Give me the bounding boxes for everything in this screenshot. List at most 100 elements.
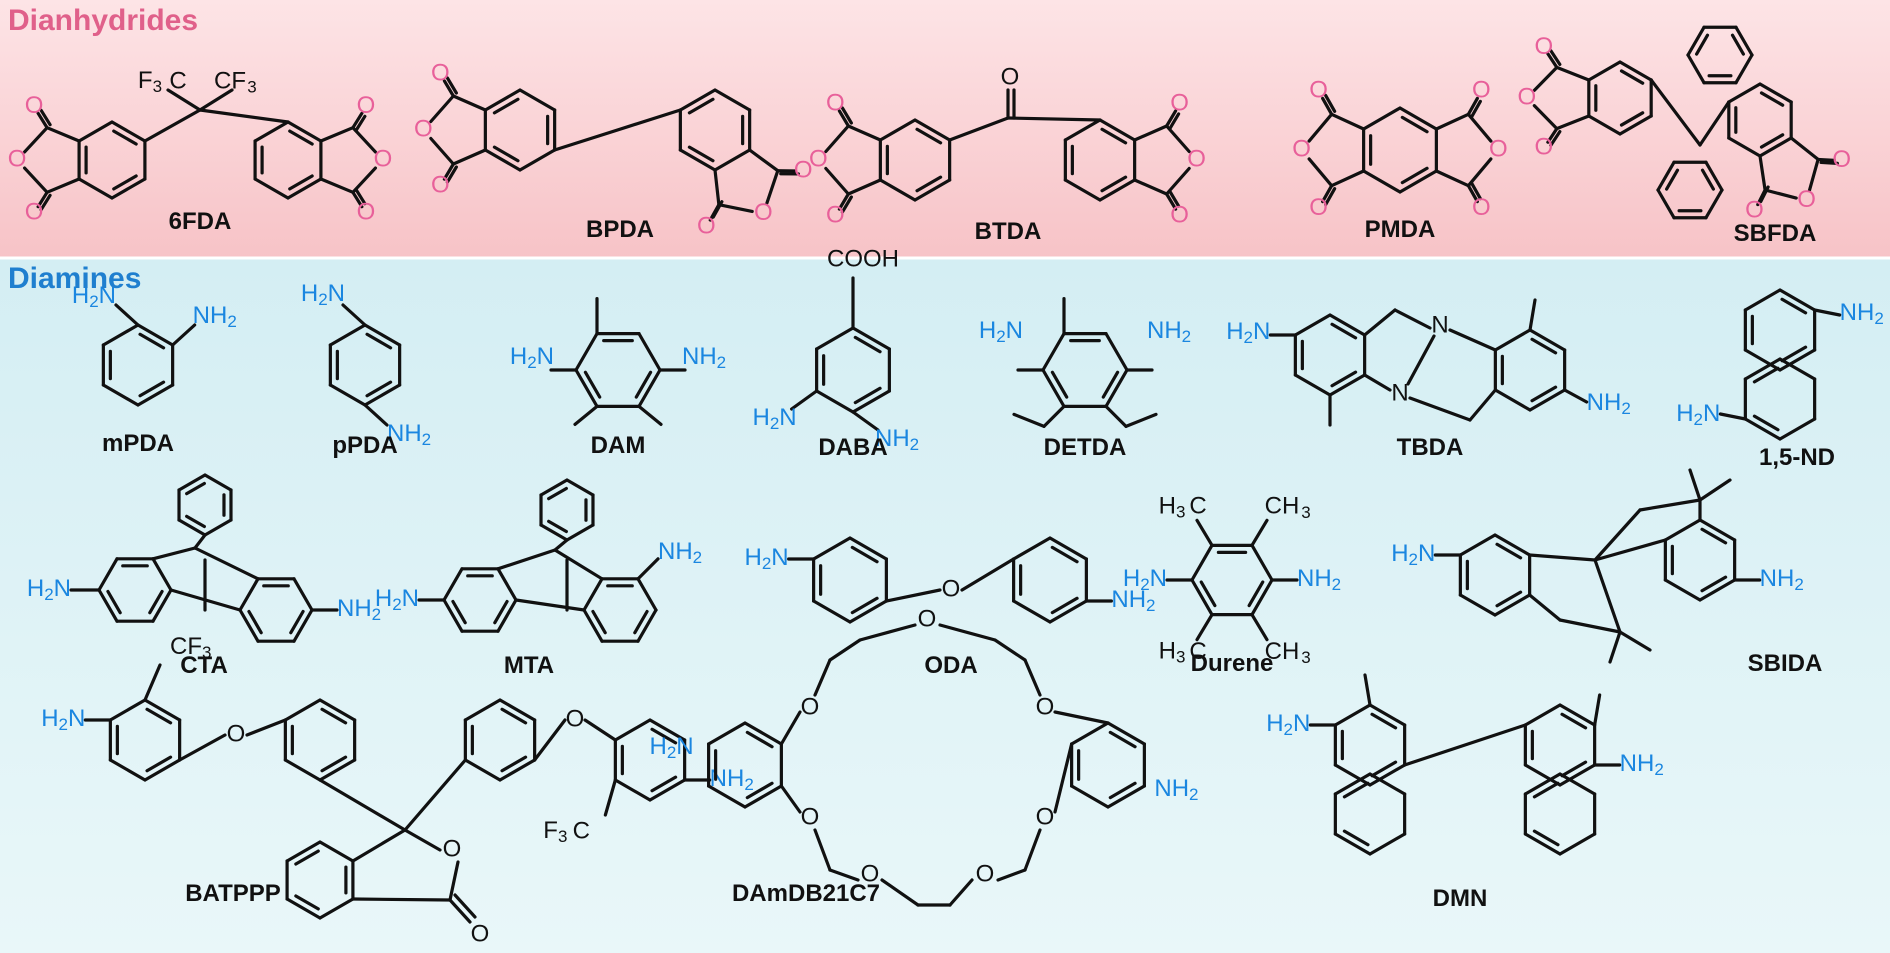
bond [603, 778, 617, 817]
bond [1368, 703, 1407, 727]
bond [363, 323, 402, 347]
bond [1466, 184, 1479, 204]
bond [318, 758, 357, 782]
bond [253, 120, 290, 143]
bond [77, 177, 114, 200]
bond [166, 88, 202, 112]
bond [837, 109, 850, 128]
bond [177, 473, 207, 492]
bond [1434, 169, 1470, 188]
bond [678, 148, 717, 172]
bond [1704, 160, 1724, 192]
bond [101, 383, 140, 407]
amine-group: NH2 [1620, 750, 1664, 779]
bond [812, 599, 852, 624]
bond [1190, 578, 1214, 617]
bond [448, 860, 460, 902]
double-bond [1695, 33, 1710, 56]
double-bond [547, 486, 568, 501]
bond [1546, 127, 1559, 144]
dianhydrides-heading: Dianhydrides [8, 4, 199, 37]
double-bond [1101, 370, 1120, 399]
bond [1532, 65, 1559, 92]
bond [286, 177, 323, 200]
bond [1368, 763, 1407, 787]
bond [1403, 723, 1527, 767]
double-bond [1108, 781, 1137, 800]
compound-label-batppp: BATPPP [185, 880, 281, 907]
bond [1333, 832, 1372, 856]
bond [790, 389, 819, 411]
oxygen-atom: O [8, 145, 27, 172]
double-bond [745, 781, 774, 800]
double-bond [294, 894, 320, 911]
bond [151, 546, 197, 561]
bond [553, 548, 604, 581]
bond [1593, 558, 1622, 634]
bond [1686, 53, 1706, 85]
bond [828, 638, 862, 662]
bond [1106, 784, 1146, 809]
nitrogen-atom: N [1391, 379, 1408, 406]
bond [1324, 93, 1337, 113]
methyl-group: CH [1265, 638, 1300, 665]
bond [1558, 832, 1597, 856]
double-bond [1730, 33, 1745, 56]
double-bond [1530, 385, 1558, 403]
double-bond [1199, 580, 1217, 608]
bond [483, 88, 522, 112]
double-bond [320, 755, 348, 773]
bond [1368, 832, 1407, 856]
double-bond [1619, 69, 1645, 85]
bond [429, 94, 455, 124]
bond [1558, 772, 1597, 796]
compound-label-daba: DABA [818, 434, 888, 461]
double-bond [633, 609, 649, 635]
bond [1053, 710, 1110, 725]
bond [363, 383, 402, 407]
bond [245, 718, 287, 737]
compound-label-damdb21c7: DAmDB21C7 [731, 880, 881, 907]
bond [815, 326, 855, 351]
bond [1363, 308, 1397, 337]
bond [1528, 593, 1562, 622]
bond [1406, 334, 1436, 386]
bond [1618, 60, 1653, 82]
amine-group: H2N [752, 404, 796, 433]
bond [285, 840, 322, 863]
bond [913, 178, 952, 202]
double-bond [1532, 829, 1560, 847]
oxygen-atom: O [1745, 196, 1764, 223]
bond [846, 124, 882, 142]
bond [1041, 368, 1066, 408]
double-bond [1342, 781, 1370, 799]
bond [1663, 518, 1702, 542]
bond [574, 332, 599, 372]
bond [1330, 169, 1366, 188]
bond [328, 383, 367, 407]
double-bond [850, 545, 879, 564]
bond [851, 410, 880, 432]
bond [565, 478, 595, 497]
cf3-group: F3 [543, 817, 567, 846]
oxygen-atom: O [1309, 77, 1328, 104]
double-bond [1700, 575, 1728, 593]
bond [1618, 114, 1653, 136]
compound-label-sbida: SBIDA [1747, 650, 1823, 677]
oxygen-atom: O [826, 201, 845, 228]
double-bond [1330, 322, 1358, 340]
bond [193, 533, 207, 550]
oxygen-atom: O [1001, 63, 1020, 90]
amine-group: NH2 [1587, 389, 1631, 418]
bond [748, 148, 780, 173]
bond [483, 148, 522, 172]
oxygen-atom: O [374, 145, 393, 172]
double-bond [1530, 337, 1558, 355]
bond [1165, 109, 1178, 128]
